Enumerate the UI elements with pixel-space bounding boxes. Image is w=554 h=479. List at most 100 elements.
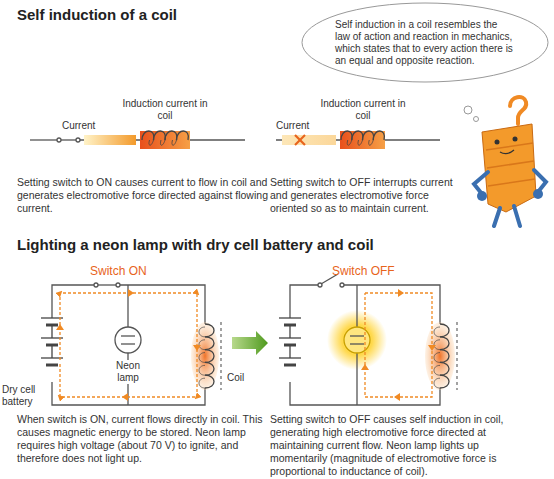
coil-symbol bbox=[205, 375, 214, 388]
heading: Lighting a neon lamp with dry cell batte… bbox=[17, 236, 374, 254]
switch-label: Switch ON bbox=[90, 264, 147, 278]
current-path bbox=[60, 293, 197, 397]
bubble-body: Self induction in a coil resembles the l… bbox=[335, 19, 515, 67]
speech-bubble: Self induction in a coil resembles the l… bbox=[301, 2, 549, 83]
description: Setting switch to OFF interrupts current… bbox=[270, 176, 466, 215]
current-bar bbox=[282, 135, 336, 145]
cross-mark bbox=[295, 135, 305, 145]
current-arrows bbox=[361, 364, 369, 370]
cross-mark bbox=[295, 135, 305, 145]
character bbox=[486, 143, 535, 186]
coil-symbol bbox=[363, 131, 374, 140]
coil-symbol bbox=[440, 375, 449, 388]
coil-symbol bbox=[440, 350, 449, 363]
iron-core bbox=[456, 322, 457, 390]
bubble-tail bbox=[474, 117, 479, 122]
character bbox=[513, 137, 518, 142]
coil-symbol bbox=[373, 131, 384, 140]
induction-bar bbox=[140, 131, 190, 149]
character bbox=[482, 124, 536, 212]
current-arrows bbox=[122, 393, 128, 401]
part-label: Neon lamp bbox=[109, 360, 147, 384]
coil-glow bbox=[425, 322, 455, 390]
coil-symbol bbox=[434, 365, 440, 375]
character bbox=[474, 172, 488, 194]
coil-symbol bbox=[341, 131, 352, 140]
part-label: Coil bbox=[227, 372, 244, 384]
coil-symbol bbox=[434, 340, 440, 350]
current-arrows bbox=[56, 324, 64, 330]
character bbox=[495, 140, 500, 145]
heading: Self induction of a coil bbox=[17, 6, 177, 24]
iron-core bbox=[220, 322, 221, 390]
coil-symbol bbox=[165, 131, 177, 140]
battery-symbol bbox=[51, 345, 52, 358]
current-arrows bbox=[193, 345, 201, 351]
coil-symbol bbox=[205, 324, 214, 337]
induction-label: Induction current in coil bbox=[122, 98, 208, 122]
current-arrows bbox=[56, 289, 201, 401]
circuit-neon-off bbox=[356, 285, 357, 327]
character bbox=[533, 189, 543, 199]
circuit-neon-on bbox=[115, 327, 141, 353]
circuit-neon-on bbox=[98, 284, 116, 285]
coil-symbol bbox=[177, 131, 189, 140]
coil-symbol bbox=[154, 131, 166, 140]
induction-bar bbox=[340, 131, 385, 149]
circuit-on bbox=[61, 139, 76, 140]
circuit-neon-on bbox=[121, 335, 135, 336]
transition-arrow bbox=[232, 331, 268, 355]
current-arrows bbox=[361, 289, 436, 401]
coil-symbol bbox=[347, 140, 352, 145]
circuit-neon-off bbox=[290, 285, 318, 318]
circuit-neon-off bbox=[344, 327, 370, 353]
circuit-neon-off bbox=[344, 285, 440, 324]
cross-mark bbox=[295, 135, 305, 145]
circuit-on bbox=[30, 139, 57, 140]
circuit-neon-off bbox=[356, 353, 357, 405]
character bbox=[510, 97, 526, 124]
circuit-neon-off bbox=[340, 283, 344, 287]
current-label: Current bbox=[276, 120, 309, 132]
coil-symbol bbox=[440, 324, 449, 337]
coil-symbol bbox=[205, 337, 214, 350]
circuit-on bbox=[76, 138, 80, 142]
coil-symbol bbox=[160, 140, 165, 145]
battery-symbol bbox=[46, 364, 58, 367]
current-arrows bbox=[428, 345, 436, 351]
coil-symbol bbox=[358, 140, 363, 145]
coil-symbol bbox=[142, 131, 188, 145]
coil-symbol bbox=[352, 131, 363, 140]
coil-symbol bbox=[341, 131, 384, 145]
switch-label: Switch OFF bbox=[332, 264, 395, 278]
coil-symbol bbox=[199, 327, 205, 337]
circuit-neon-off bbox=[290, 274, 440, 405]
coil-symbol bbox=[205, 362, 214, 375]
battery-symbol bbox=[279, 318, 301, 365]
circuit-neon-on bbox=[52, 283, 205, 405]
battery-symbol bbox=[289, 345, 290, 358]
bubble-tail bbox=[464, 106, 479, 122]
circuit-neon-on bbox=[116, 283, 120, 287]
circuit-neon-on bbox=[52, 285, 94, 318]
battery-symbol bbox=[51, 325, 52, 338]
iron-core bbox=[456, 322, 457, 390]
circuit-on bbox=[57, 138, 61, 142]
coil-symbol bbox=[434, 324, 449, 388]
character bbox=[534, 170, 546, 192]
coil-symbol bbox=[199, 324, 214, 388]
circuit-off bbox=[385, 139, 440, 140]
coil-symbol bbox=[172, 140, 177, 145]
circuit-neon-off bbox=[350, 335, 364, 336]
circuit-neon-off bbox=[350, 343, 364, 344]
coil-symbol bbox=[440, 337, 449, 350]
character bbox=[477, 191, 487, 201]
iron-core bbox=[220, 322, 221, 390]
coil-symbol bbox=[440, 362, 449, 375]
circuit-neon-on bbox=[121, 343, 135, 344]
circuit-on bbox=[30, 138, 245, 142]
induction-label: Induction current in coil bbox=[320, 98, 406, 122]
battery-symbol bbox=[289, 325, 290, 338]
current-bar bbox=[84, 135, 136, 145]
description: Setting switch to ON causes current to f… bbox=[17, 176, 269, 215]
